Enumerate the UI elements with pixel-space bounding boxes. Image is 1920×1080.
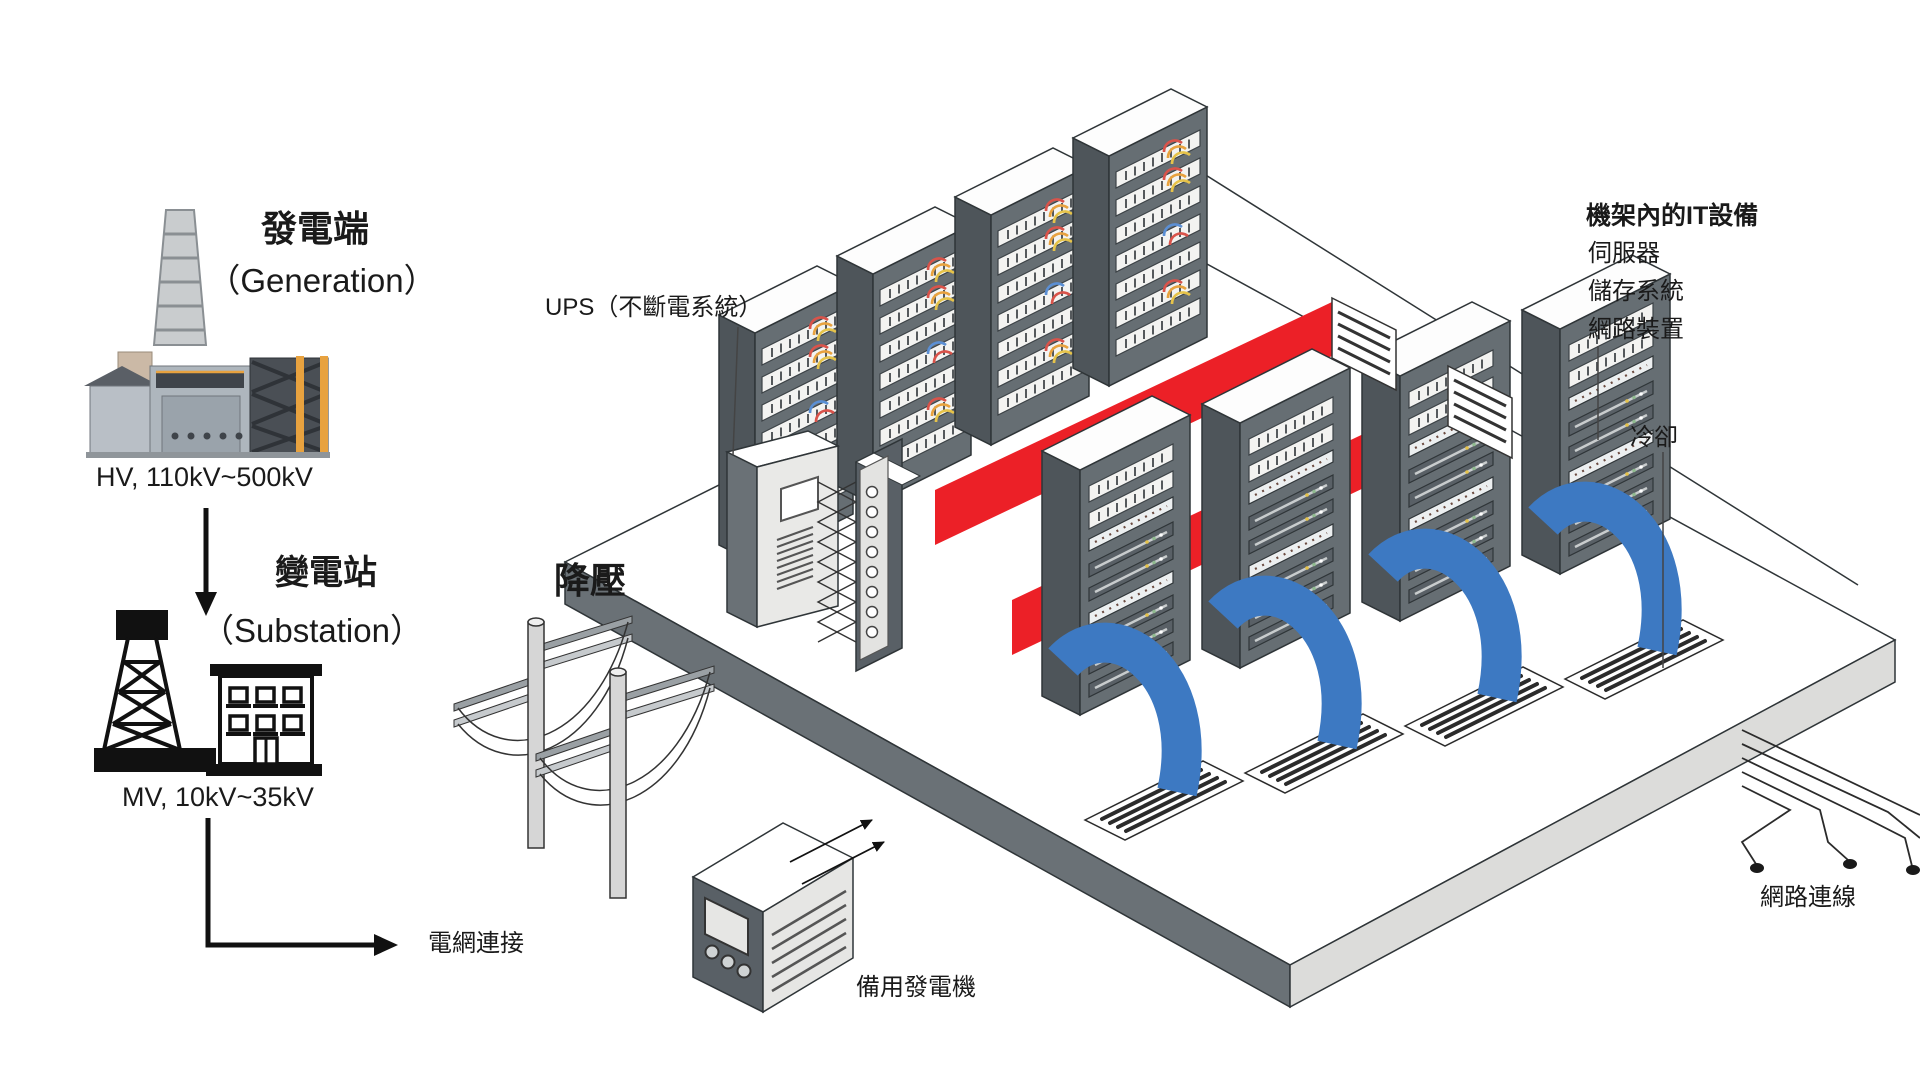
- generation-subtitle: （Generation）: [207, 262, 437, 299]
- generation-title: 發電端: [260, 208, 369, 249]
- utility-pole-icon: [535, 665, 715, 899]
- substation-title: 變電站: [275, 554, 377, 592]
- rack-equipment-item-storage: 儲存系統: [1588, 278, 1684, 305]
- rack-equipment-heading: 機架內的IT設備: [1586, 202, 1759, 230]
- substation-building-icon: [206, 664, 322, 776]
- generator-display: [704, 896, 749, 957]
- server-rack: [955, 148, 1089, 445]
- network-lines: [1740, 729, 1920, 867]
- ups-label: UPS（不斷電系統）: [545, 294, 763, 321]
- network-endpoints: [1750, 859, 1920, 875]
- backup-generator: [691, 822, 855, 1014]
- generation-to-substation-arrow: [195, 508, 217, 616]
- ups-leader-line: [732, 326, 739, 456]
- grid-connection-label: 電網連接: [428, 930, 524, 957]
- power-plant-illustration: [84, 209, 330, 458]
- ups-cabinet: [724, 430, 841, 629]
- backup-generator-label: 備用發電機: [856, 974, 976, 1001]
- substation-to-grid-arrow: [205, 818, 398, 956]
- generation-voltage: HV, 110kV~500kV: [96, 462, 313, 492]
- generator-feed-lines: [789, 819, 885, 885]
- substation-subtitle: （Substation）: [201, 612, 423, 649]
- generator-knobs: [704, 944, 752, 979]
- cooling-label: 冷卻: [1630, 424, 1678, 451]
- transmission-tower-icon: [94, 610, 216, 772]
- rack-equipment-item-network: 網路裝置: [1588, 316, 1684, 343]
- power-distribution-strip: [854, 437, 922, 673]
- substation-voltage: MV, 10kV~35kV: [122, 782, 314, 812]
- ups-display-window: [780, 475, 819, 523]
- server-rack: [837, 207, 971, 504]
- rack-equipment-item-servers: 伺服器: [1588, 240, 1660, 267]
- server-rack: [1073, 89, 1207, 386]
- network-connection-label: 網路連線: [1760, 884, 1856, 911]
- step-down-label: 降壓: [553, 560, 626, 601]
